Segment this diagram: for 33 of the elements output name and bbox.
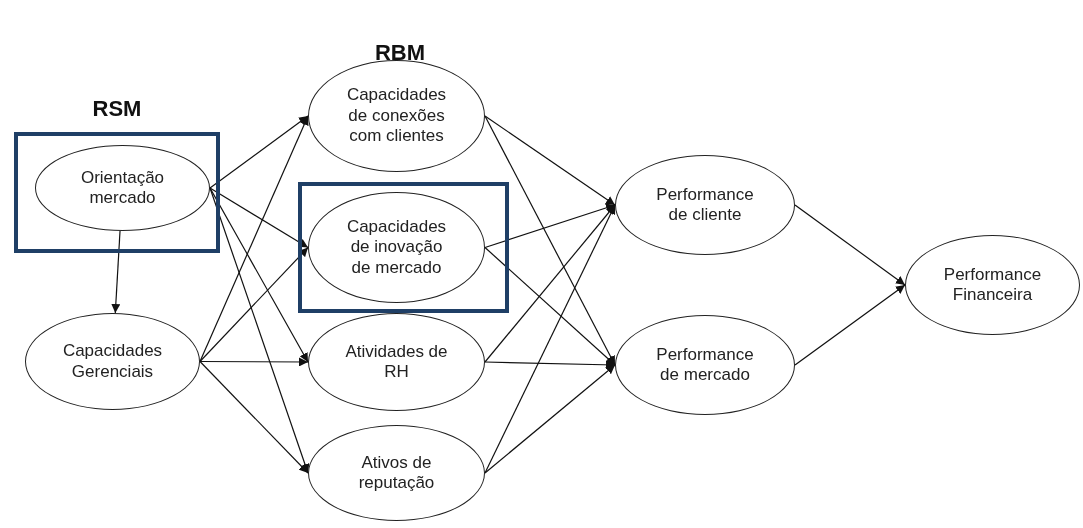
arrow [484, 204, 616, 474]
arrow [199, 115, 309, 363]
concept-label: Capacidades Gerenciais [61, 341, 164, 382]
arrow [794, 204, 906, 286]
concept-label: Performance de mercado [655, 344, 755, 386]
arrow [484, 364, 616, 474]
arrow [484, 115, 616, 366]
arrow [209, 187, 309, 363]
arrow [484, 246, 616, 366]
group-heading: RBM [374, 40, 426, 66]
concept-ellipse [25, 313, 200, 410]
arrow [484, 360, 616, 370]
concept-label: Capacidades de inovação de mercado [345, 216, 448, 279]
group-frame [298, 182, 509, 313]
concept-label: Ativos de reputação [357, 452, 436, 494]
arrow [794, 284, 906, 366]
group-heading: RSM [91, 96, 143, 122]
concept-label: Performance de cliente [655, 184, 755, 226]
arrow [199, 360, 309, 474]
concept-label: Orientação mercado [79, 167, 166, 209]
arrow [111, 230, 121, 314]
arrow [199, 357, 309, 367]
arrow [209, 187, 310, 474]
arrow [199, 246, 309, 363]
arrow [209, 187, 309, 249]
concept-ellipse [308, 192, 485, 303]
concept-label: Atividades de RH [344, 341, 449, 383]
arrow [209, 115, 309, 189]
arrow [484, 204, 616, 363]
arrow [484, 203, 616, 249]
arrow [484, 115, 616, 206]
concept-label: Capacidades de conexões com clientes [345, 85, 448, 147]
concept-label: Performance Financeira [942, 264, 1043, 306]
